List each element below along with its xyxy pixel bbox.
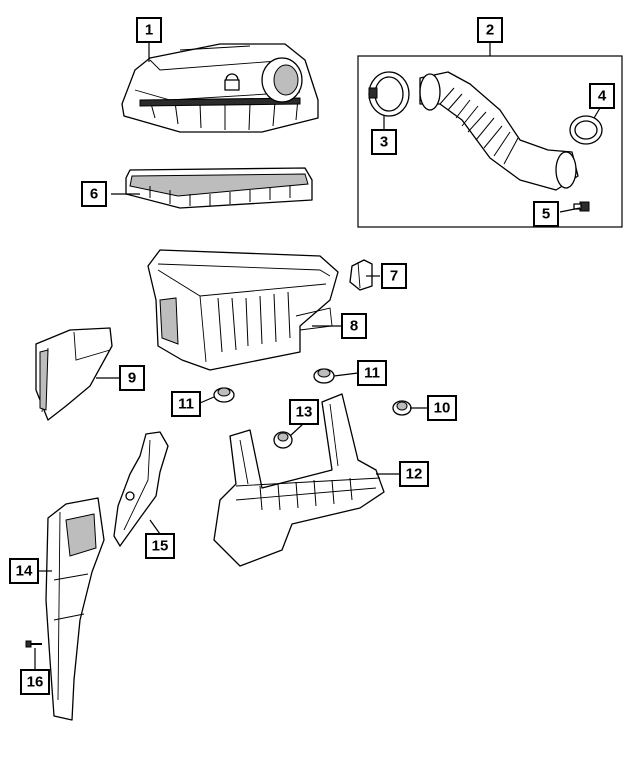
svg-text:2: 2: [486, 22, 494, 39]
callout-10: 10: [427, 395, 457, 421]
screw: [25, 640, 42, 648]
callout-6: 6: [81, 181, 107, 207]
air-filter-element: [125, 167, 313, 209]
retaining-clip: [349, 259, 373, 291]
svg-text:16: 16: [27, 674, 44, 691]
svg-text:4: 4: [598, 88, 607, 105]
svg-text:5: 5: [542, 206, 550, 223]
svg-text:7: 7: [390, 268, 398, 285]
svg-text:14: 14: [16, 563, 33, 580]
callout-14: 14: [9, 558, 39, 584]
svg-text:3: 3: [380, 134, 388, 151]
grommet: [273, 431, 293, 449]
hose-clamp-small: [569, 115, 603, 145]
svg-text:13: 13: [296, 404, 313, 421]
svg-text:15: 15: [152, 538, 169, 555]
callout-1: 1: [136, 17, 162, 43]
air-intake-hose: [419, 71, 579, 191]
callout-7: 7: [381, 263, 407, 289]
callout-4: 4: [589, 83, 615, 109]
nut-left: [213, 387, 235, 403]
svg-text:6: 6: [90, 186, 98, 203]
callout-12: 12: [399, 461, 429, 487]
nut-right: [313, 368, 335, 384]
air-cleaner-housing: [147, 249, 339, 371]
svg-text:1: 1: [145, 22, 153, 39]
heat-shield: [113, 431, 169, 547]
mounting-bracket: [213, 393, 385, 567]
svg-text:11: 11: [178, 396, 194, 413]
callout-2: 2: [477, 17, 503, 43]
hose-clamp-large: [368, 71, 410, 117]
intake-duct: [35, 327, 113, 421]
bolt: [392, 400, 412, 416]
leader-lines: [34, 42, 601, 670]
callout-15: 15: [145, 533, 175, 559]
air-cleaner-cover: [121, 43, 319, 133]
callout-13: 13: [289, 399, 319, 425]
svg-text:8: 8: [350, 318, 358, 335]
callout-9: 9: [119, 365, 145, 391]
callout-16: 16: [20, 669, 50, 695]
callout-8: 8: [341, 313, 367, 339]
callout-11-right: 11: [357, 360, 387, 386]
lower-air-duct: [45, 497, 105, 721]
svg-text:10: 10: [434, 400, 451, 417]
svg-text:11: 11: [364, 365, 380, 382]
callout-11-left: 11: [171, 391, 201, 417]
svg-text:12: 12: [406, 466, 423, 483]
callout-3: 3: [371, 129, 397, 155]
sensor: [573, 201, 590, 212]
callout-5: 5: [533, 201, 559, 227]
svg-text:9: 9: [128, 370, 136, 387]
